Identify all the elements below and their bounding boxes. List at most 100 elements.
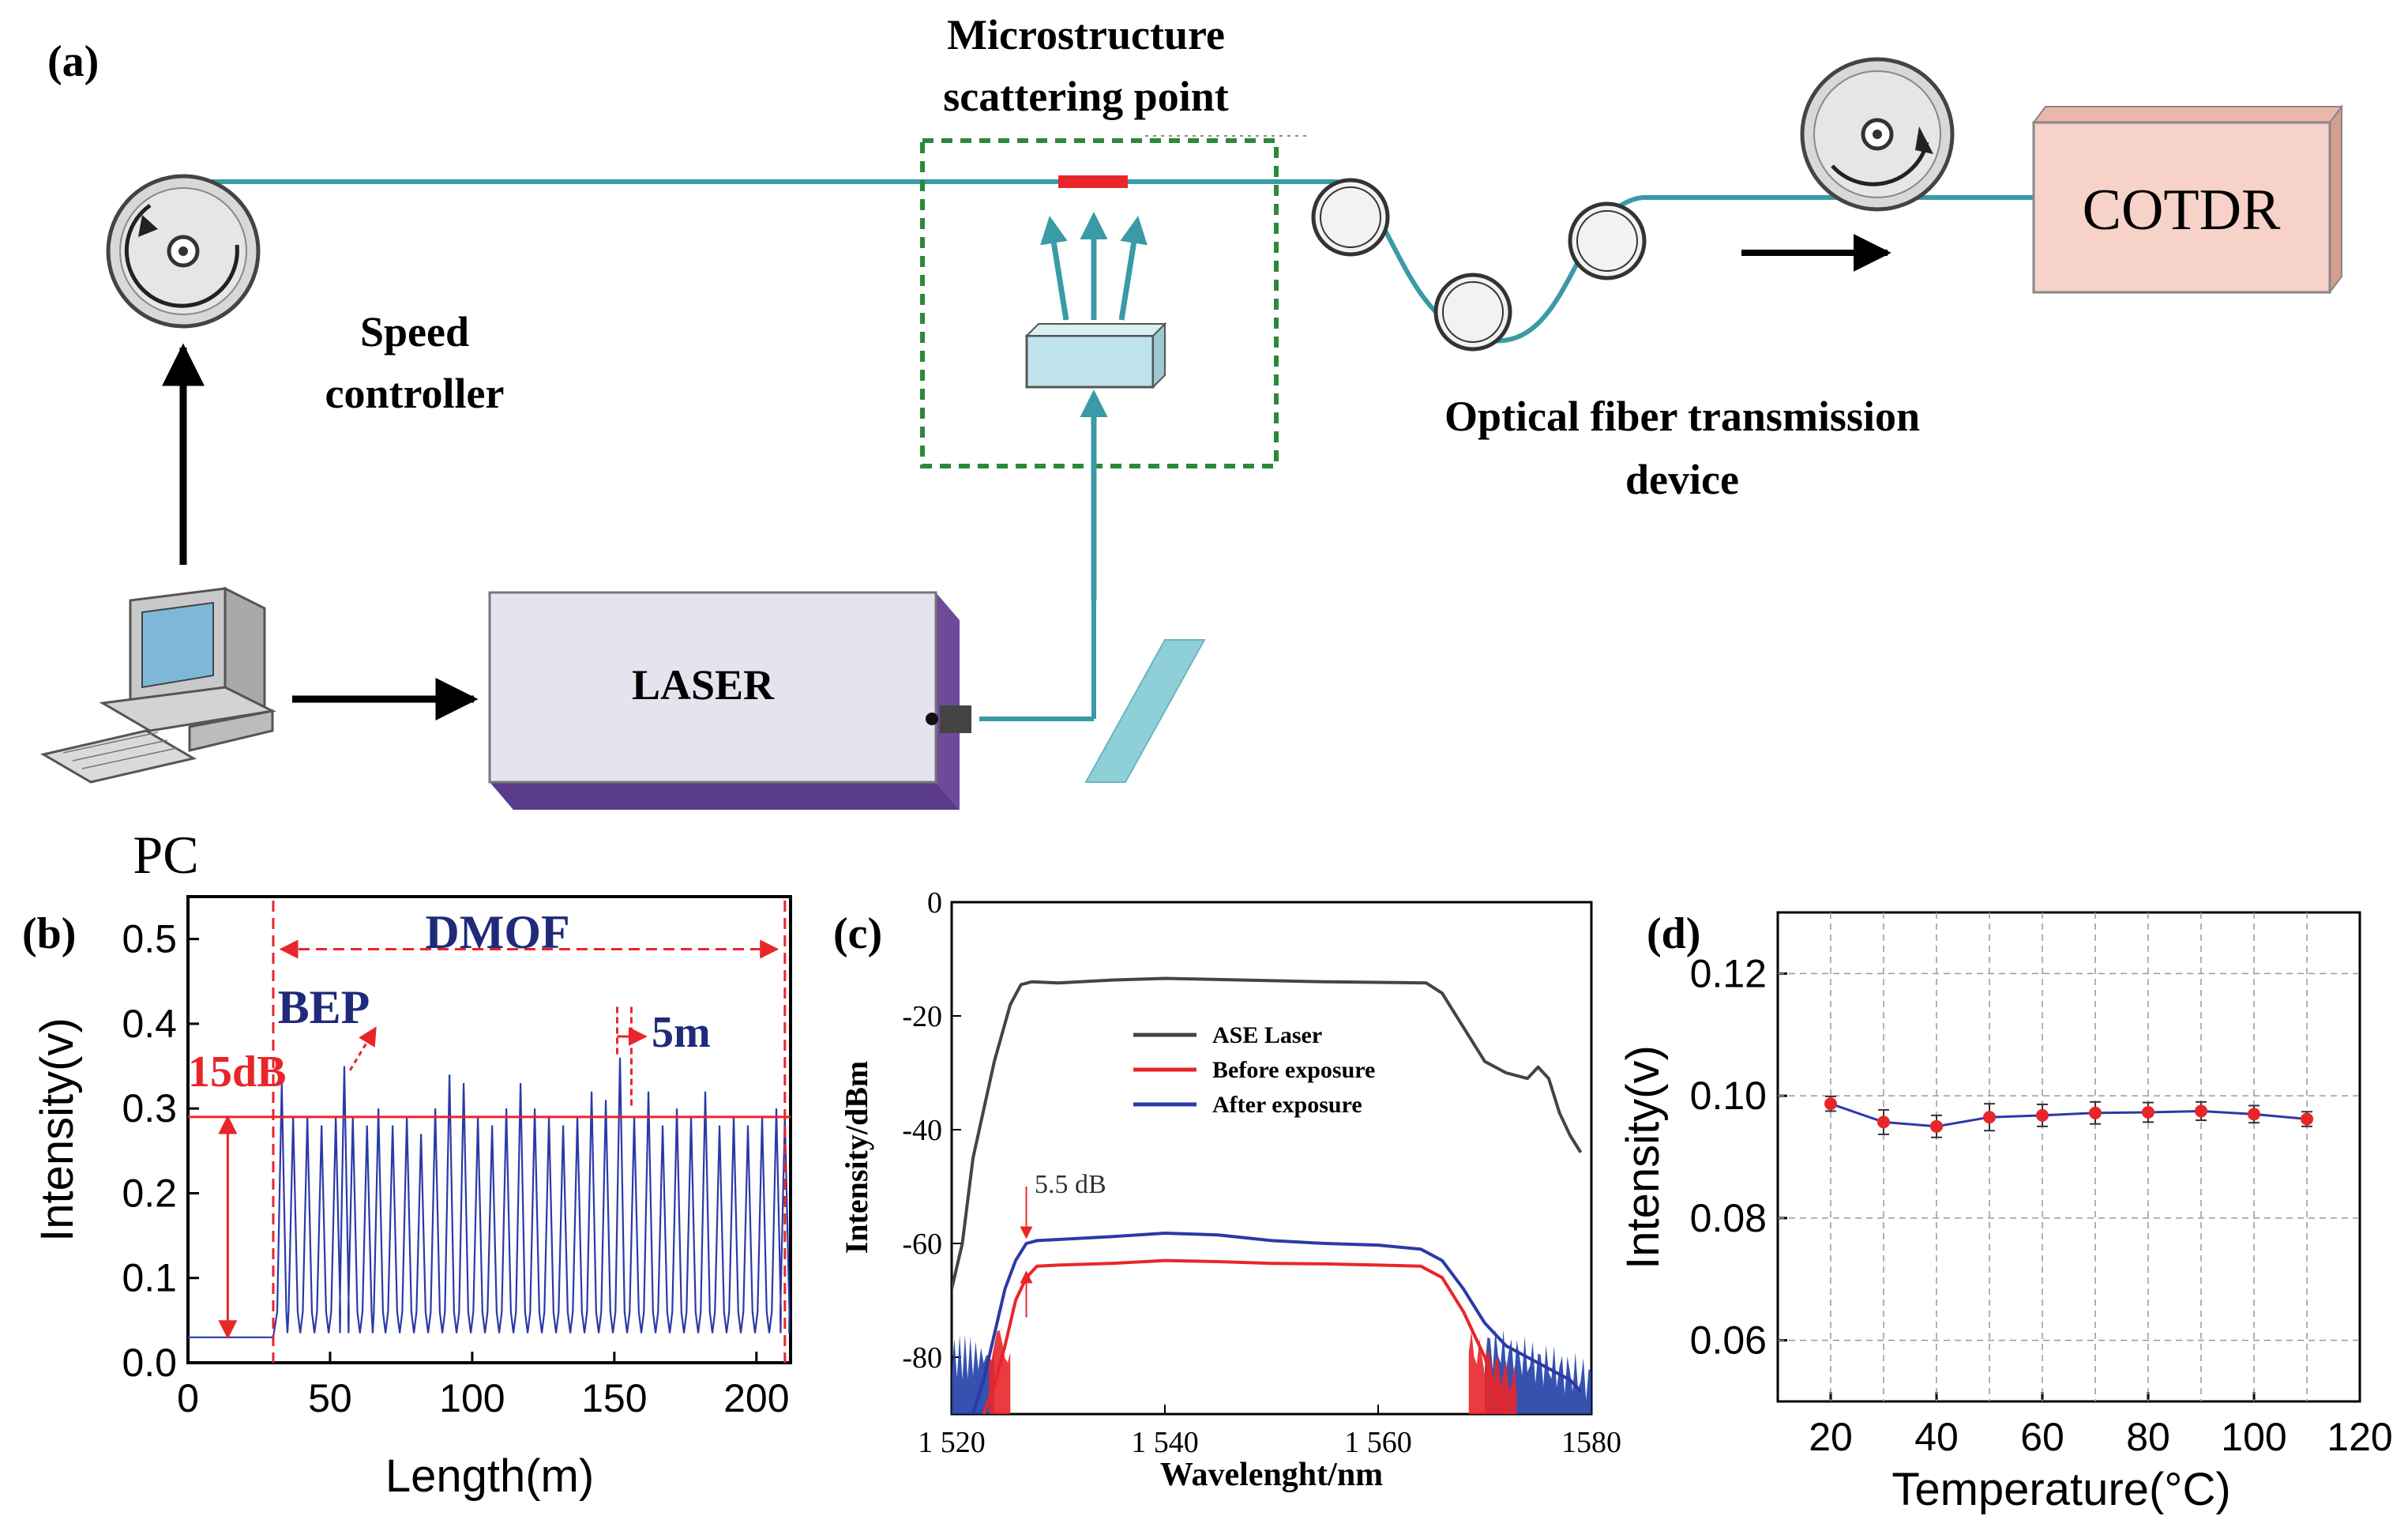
- cotdr-label: COTDR: [2083, 178, 2281, 243]
- chart-c-ytick-label: 0: [927, 886, 942, 920]
- chart-b-ytick-label: 0.1: [122, 1256, 177, 1300]
- chart-c-ticks: 1 520 1 540 1 560 1580 0 -20 -40 -60 -80: [902, 886, 1621, 1459]
- laser-label: LASER: [632, 661, 775, 709]
- chart-b-annotations: [218, 901, 787, 1363]
- chart-c-frame: [950, 901, 1593, 1416]
- chart-c-xlabel: Wavelenght/nm: [1160, 1457, 1383, 1493]
- chart-d-data-point: [1983, 1111, 1996, 1124]
- chart-d-xtick-label: 40: [1914, 1415, 1959, 1459]
- chart-c-ytick-label: -40: [902, 1114, 942, 1147]
- chart-d-xtick-label: 80: [2126, 1415, 2170, 1459]
- chart-d-data-point: [2301, 1112, 2313, 1126]
- chart-b-xlabel: Length(m): [385, 1450, 594, 1502]
- chart-d-xtick-label: 20: [1809, 1415, 1853, 1459]
- chart-c-legend-entry: After exposure: [1212, 1092, 1362, 1118]
- chart-b-ticks: 0 50 100 150 200 0.0 0.1 0.2 0.3 0.4 0.5: [122, 917, 789, 1420]
- chart-c-annotation-label: 5.5 dB: [1035, 1170, 1106, 1199]
- chart-b-xtick-label: 200: [723, 1376, 789, 1420]
- guide-roller-icon: [1568, 201, 1647, 280]
- panel-a: (a): [39, 11, 2343, 885]
- chart-c-series-1: [952, 976, 1583, 1290]
- chart-d-series-line: [1830, 1102, 2308, 1128]
- chart-c-xtick-label: 1580: [1561, 1426, 1621, 1459]
- chart-d-data-point: [2089, 1106, 2102, 1119]
- right-spool-icon: [1800, 57, 1955, 212]
- chart-d-data-point: [2195, 1104, 2207, 1118]
- chart-d-xtick-label: 60: [2020, 1415, 2064, 1459]
- transmission-line1: Optical fiber transmission: [1444, 393, 1920, 440]
- chart-d-frame: [1776, 911, 2361, 1403]
- panel-d-label: (d): [1647, 909, 1700, 958]
- chart-b-xtick-label: 100: [439, 1376, 505, 1420]
- scattering-title-line1: Microstructure: [947, 11, 1225, 58]
- chart-d-ytick-label: 0.12: [1690, 951, 1767, 995]
- chart-d-ytick-label: 0.10: [1690, 1074, 1767, 1118]
- chart-b-ylabel: Intensity(v): [32, 1018, 83, 1242]
- laser-device: LASER: [488, 591, 971, 810]
- phase-mask-box: [1025, 334, 1155, 389]
- chart-c-xtick-label: 1 540: [1131, 1426, 1199, 1459]
- chart-d-ticks: 20 40 60 80 100 120 0.12 0.10 0.08 0.06: [1690, 951, 2393, 1459]
- chart-d-plot: [1778, 912, 2360, 1401]
- chart-b-dmof-label: DMOF: [425, 906, 569, 958]
- speed-controller-line1: Speed: [360, 308, 469, 355]
- chart-d-data-point: [1877, 1115, 1890, 1129]
- chart-b-ytick-label: 0.4: [122, 1002, 177, 1046]
- chart-d-ytick-label: 0.06: [1690, 1318, 1767, 1363]
- chart-b-xtick-label: 0: [177, 1376, 199, 1420]
- chart-c-plot: [952, 976, 1591, 1414]
- scattering-point-marker: [1058, 175, 1128, 188]
- chart-d-data-point: [1930, 1119, 1943, 1133]
- chart-b-spacing-label: 5m: [652, 1008, 711, 1057]
- chart-d-data-point: [1824, 1097, 1837, 1111]
- chart-c-ytick-label: -60: [902, 1228, 942, 1261]
- transmission-line2: device: [1625, 456, 1739, 503]
- chart-c-ytick-label: -20: [902, 1000, 942, 1033]
- panel-b: (b) 0 50 100 150 200 0.0 0.1 0.2 0.3 0.4 0.5 BEP D…: [22, 895, 792, 1502]
- pc-label: PC: [133, 825, 198, 885]
- chart-b-xtick-label: 150: [581, 1376, 647, 1420]
- chart-b-trace: [188, 1057, 791, 1338]
- chart-c-series-2: [982, 1258, 1508, 1414]
- chart-b-ytick-label: 0.5: [122, 917, 177, 961]
- chart-b-db-label: 15dB: [188, 1048, 287, 1097]
- chart-d-xtick-label: 100: [2221, 1415, 2286, 1459]
- chart-b-ytick-label: 0.3: [122, 1086, 177, 1130]
- guide-roller-icon: [1311, 178, 1390, 257]
- chart-c-legend-entry: Before exposure: [1212, 1057, 1375, 1083]
- mirror: [1084, 639, 1206, 783]
- panel-c: (c) 1 520 1 540 1 560 1580 0 -20 -40 -60 -80 ASE…: [833, 886, 1621, 1493]
- chart-b-ytick-label: 0.0: [122, 1341, 177, 1385]
- scattering-region-box: [920, 138, 1279, 468]
- computer-icon: [39, 586, 276, 784]
- laser-output-port: [940, 705, 971, 733]
- chart-c-series-3: [971, 1232, 1582, 1414]
- left-spool-icon: [106, 174, 261, 329]
- scattering-title-line2: scattering point: [943, 73, 1228, 120]
- chart-d-data-point: [2036, 1108, 2049, 1122]
- chart-d-ylabel: Intensity(v): [1617, 1045, 1669, 1270]
- chart-b-ytick-label: 0.2: [122, 1171, 177, 1215]
- chart-b-bep-label: BEP: [278, 981, 370, 1033]
- chart-c-noise-floor-after: [952, 1329, 1591, 1414]
- chart-c-legend-entry: ASE Laser: [1212, 1022, 1322, 1048]
- panel-d: (d) 20 40 60 80 100 120 0.12 0.10 0.08 0.06 Tempe…: [1617, 909, 2393, 1515]
- chart-c-xtick-label: 1 560: [1344, 1426, 1412, 1459]
- chart-d-data-point: [2142, 1106, 2154, 1119]
- chart-d-data-point: [2248, 1108, 2260, 1121]
- chart-d-ytick-label: 0.08: [1690, 1196, 1767, 1240]
- chart-d-xlabel: Temperature(°C): [1891, 1464, 2230, 1515]
- beam-arrows: [1040, 212, 1148, 600]
- guide-roller-icon: [1433, 273, 1512, 352]
- panel-b-label: (b): [22, 909, 76, 958]
- cotdr-device: COTDR: [2032, 104, 2343, 295]
- chart-b-xtick-label: 50: [308, 1376, 352, 1420]
- speed-controller-line2: controller: [325, 370, 505, 417]
- chart-c-ytick-label: -80: [902, 1341, 942, 1375]
- panel-c-label: (c): [833, 909, 882, 958]
- chart-c-xtick-label: 1 520: [918, 1426, 986, 1459]
- chart-c-ylabel: Intensity/dBm: [839, 1061, 874, 1255]
- chart-d-xtick-label: 120: [2327, 1415, 2392, 1459]
